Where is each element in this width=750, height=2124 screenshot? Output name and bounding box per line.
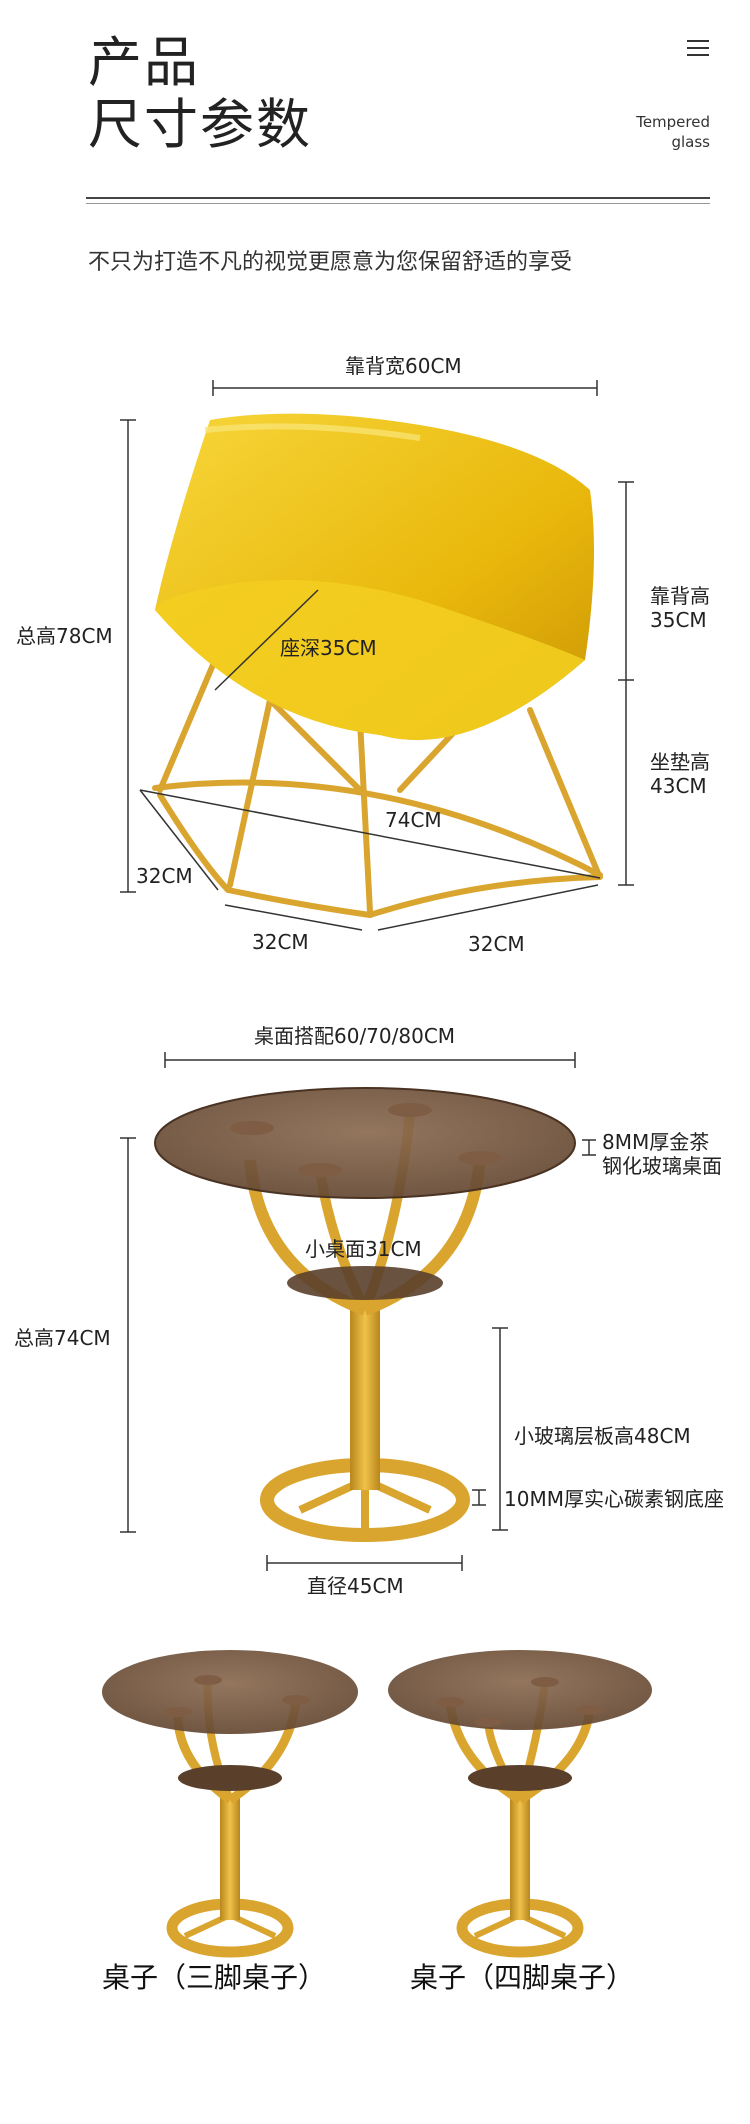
table-total-height-label: 总高74CM	[14, 1326, 111, 1350]
tag-line-1: Tempered	[636, 113, 710, 131]
shelf-height-dimension	[492, 1327, 508, 1531]
base-diameter-dimension	[266, 1555, 463, 1571]
main-table	[154, 1087, 576, 1542]
page-title: 产品 尺寸参数	[88, 32, 312, 156]
title-line-2: 尺寸参数	[88, 93, 312, 156]
cushion-height-line-1: 坐垫高	[650, 750, 710, 774]
back-cushion-height-dimension	[618, 481, 634, 886]
chair-total-height-label: 总高78CM	[16, 624, 113, 648]
variant-four-leg-table	[388, 1650, 652, 1958]
menu-icon[interactable]	[687, 40, 709, 56]
chair-bottom-left-label: 32CM	[252, 930, 309, 954]
chair-diagonal-label: 74CM	[385, 808, 442, 832]
base-dimensions	[139, 789, 601, 931]
back-height-line-1: 靠背高	[650, 584, 710, 608]
chair-total-height-dimension	[120, 419, 136, 893]
chair-cushion-height-label: 坐垫高 43CM	[650, 750, 710, 798]
tag-line-2: glass	[671, 133, 710, 151]
tagline: Tempered glass	[636, 112, 710, 152]
back-height-line-2: 35CM	[650, 608, 707, 632]
base-label: 10MM厚实心碳素钢底座	[504, 1487, 724, 1511]
shelf-height-label: 小玻璃层板高48CM	[514, 1424, 691, 1448]
table-glass-label: 8MM厚金茶 钢化玻璃桌面	[602, 1130, 722, 1178]
seat-depth-dimension	[214, 589, 319, 691]
variant-three-leg-table	[102, 1650, 358, 1958]
subtitle: 不只为打造不凡的视觉更愿意为您保留舒适的享受	[88, 250, 573, 275]
glass-line-1: 8MM厚金茶	[602, 1130, 710, 1154]
table-top-width-dimension	[164, 1052, 576, 1068]
chair-frame	[152, 657, 603, 918]
table-top-sizes-label: 桌面搭配60/70/80CM	[254, 1024, 456, 1048]
glass-thickness-marker	[582, 1139, 596, 1156]
chair-seat	[155, 413, 594, 740]
title-line-1: 产品	[88, 31, 200, 94]
table-total-height-dimension	[120, 1137, 136, 1533]
back-width-dimension	[212, 380, 598, 396]
small-top-label: 小桌面31CM	[305, 1237, 422, 1261]
header-divider	[86, 197, 710, 204]
base-diameter-label: 直径45CM	[307, 1574, 404, 1598]
base-thickness-marker	[472, 1489, 486, 1506]
chair-bottom-right-label: 32CM	[468, 932, 525, 956]
variant-caption-three-leg: 桌子（三脚桌子）	[102, 1961, 327, 1994]
chair-back-width-label: 靠背宽60CM	[345, 354, 462, 378]
chair-side-label: 32CM	[136, 864, 193, 888]
chair-back-height-label: 靠背高 35CM	[650, 584, 710, 632]
variant-caption-four-leg: 桌子（四脚桌子）	[410, 1961, 635, 1994]
chair-seat-depth-label: 座深35CM	[280, 636, 377, 660]
cushion-height-line-2: 43CM	[650, 774, 707, 798]
glass-line-2: 钢化玻璃桌面	[602, 1154, 722, 1178]
